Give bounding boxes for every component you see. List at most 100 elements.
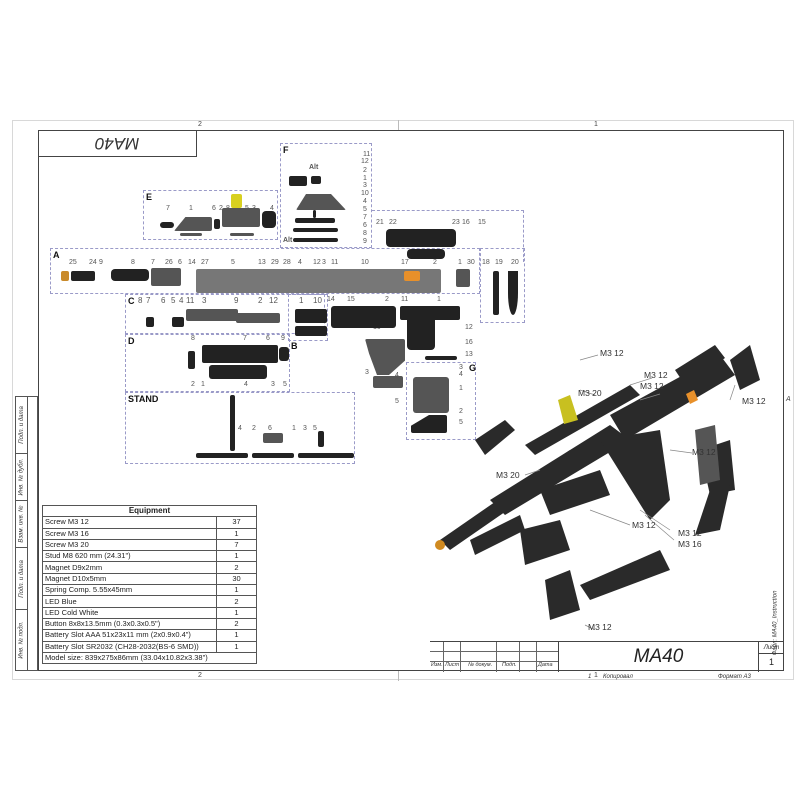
callout: 24 xyxy=(89,259,97,266)
part-stand-5 xyxy=(318,431,324,447)
part-a-1 xyxy=(456,269,470,287)
equipment-qty: 1 xyxy=(216,640,257,653)
mirrored-title-box: MA40 xyxy=(38,130,197,157)
group-stand: STAND 4 2 6 1 3 5 xyxy=(125,392,355,464)
group-c-label: C xyxy=(128,296,135,306)
part-f-4 xyxy=(313,210,316,218)
side-stamp-cell: Взам. инв. № xyxy=(16,501,27,548)
format-label: Формат A3 xyxy=(718,674,751,680)
part-d-2 xyxy=(188,351,195,369)
equipment-item: Magnet D9x2mm xyxy=(42,561,217,574)
group-c: C 8 7 6 5 4 11 3 9 2 12 xyxy=(125,294,325,334)
callout: 4 xyxy=(298,259,302,266)
screw-label: M3 12 xyxy=(678,528,702,538)
part-e-6 xyxy=(180,233,202,236)
part-stand-2 xyxy=(196,453,248,458)
equipment-qty: 2 xyxy=(216,561,257,574)
equipment-item: Button 8x8x13.5mm (0.3x0.3x0.5") xyxy=(42,617,217,631)
part-stand-4 xyxy=(230,395,235,451)
callout: 12 xyxy=(465,324,473,331)
sheet-label: Лист xyxy=(759,642,784,654)
part-e-7 xyxy=(160,222,174,228)
file-label: Файл: MA40_Instruction xyxy=(772,590,779,656)
part-e-5 xyxy=(222,208,260,227)
callout: 2 xyxy=(433,259,437,266)
callout: 8 xyxy=(191,335,195,342)
callout: 9 xyxy=(363,238,367,245)
callout: 16 xyxy=(465,339,473,346)
part-stand-1 xyxy=(252,453,294,458)
callout: 6 xyxy=(212,205,216,212)
table-row: Stud M8 620 mm (24.31")1 xyxy=(42,550,257,563)
mirrored-title: MA40 xyxy=(94,134,140,153)
drawing-frame xyxy=(38,130,784,671)
callout: 6 xyxy=(161,296,166,305)
callout: 4 xyxy=(270,205,274,212)
side-stamp-text: Инв. № дубл. xyxy=(18,458,25,496)
side-stamp-cell: Подп. и дата xyxy=(16,548,27,610)
callout: 14 xyxy=(188,259,196,266)
group-b: 1 10 B xyxy=(288,294,328,351)
equipment-qty: 30 xyxy=(216,572,257,586)
callout: 2 xyxy=(252,425,256,432)
equipment-item: Battery Slot SR2032 (CH28-2032(BS-6 SMD)… xyxy=(42,640,217,653)
screw-label: M3 12 xyxy=(742,396,766,406)
callout: 12 xyxy=(361,158,369,165)
callout: 11 xyxy=(331,259,339,266)
table-row: Model size: 839x275x86mm (33.04x10.82x3.… xyxy=(42,651,257,665)
col-label: Лист xyxy=(445,662,460,668)
equipment-qty: 1 xyxy=(216,527,257,540)
zone-label-a: A xyxy=(786,396,791,403)
group-lower-mid: 14 15 2 11 1 12 16 13 10 3 4 5 xyxy=(325,294,485,405)
equipment-qty: 37 xyxy=(216,516,257,529)
part-a-7 xyxy=(151,268,181,286)
callout: 8 xyxy=(131,259,135,266)
callout: 20 xyxy=(511,259,519,266)
callout: 4 xyxy=(459,371,463,378)
equipment-item: Screw M3 12 xyxy=(42,516,217,529)
callout: 1 xyxy=(292,425,296,432)
callout: 18 xyxy=(482,259,490,266)
zone-ruler-top: 2 1 xyxy=(12,120,794,130)
callout: 28 xyxy=(283,259,291,266)
part-e-1 xyxy=(174,217,212,231)
callout: 11 xyxy=(363,151,371,158)
col-label: Изм. xyxy=(431,662,443,668)
group-d-label: D xyxy=(128,336,135,346)
sheet-cell: Лист 1 xyxy=(758,642,784,672)
side-stamp-cell: Подп. и дата xyxy=(16,397,27,454)
part-c-2 xyxy=(236,313,280,323)
part-a-20 xyxy=(508,271,518,315)
callout: 1 xyxy=(458,259,462,266)
equipment-item: LED Blue xyxy=(42,595,217,608)
callout: 3 xyxy=(322,259,326,266)
callout: 5 xyxy=(395,398,399,405)
callout: 6 xyxy=(266,335,270,342)
callout: 3 xyxy=(365,369,369,376)
exploded-view-graphic xyxy=(435,345,760,631)
screw-label: M3 12 xyxy=(632,520,656,530)
callout: 14 xyxy=(327,296,335,303)
callout: 1 xyxy=(363,175,367,182)
callout: 26 xyxy=(165,259,173,266)
equipment-item: Screw M3 16 xyxy=(42,527,217,540)
part-receiver-14 xyxy=(331,306,396,328)
callout: 10 xyxy=(361,190,369,197)
side-stamp-cell: Инв. № дубл. xyxy=(16,454,27,501)
callout: 1 xyxy=(189,205,193,212)
part-d-9 xyxy=(279,347,289,361)
callout: 13 xyxy=(258,259,266,266)
equipment-item: Stud M8 620 mm (24.31") xyxy=(42,550,217,563)
callout: 7 xyxy=(146,296,151,305)
callout: 30 xyxy=(467,259,475,266)
part-c-8 xyxy=(146,317,154,327)
part-13 xyxy=(425,356,457,360)
callout: 13 xyxy=(465,351,473,358)
callout: 15 xyxy=(347,296,355,303)
group-a-label: A xyxy=(53,250,60,260)
callout: 7 xyxy=(166,205,170,212)
equipment-qty: 7 xyxy=(216,538,257,552)
